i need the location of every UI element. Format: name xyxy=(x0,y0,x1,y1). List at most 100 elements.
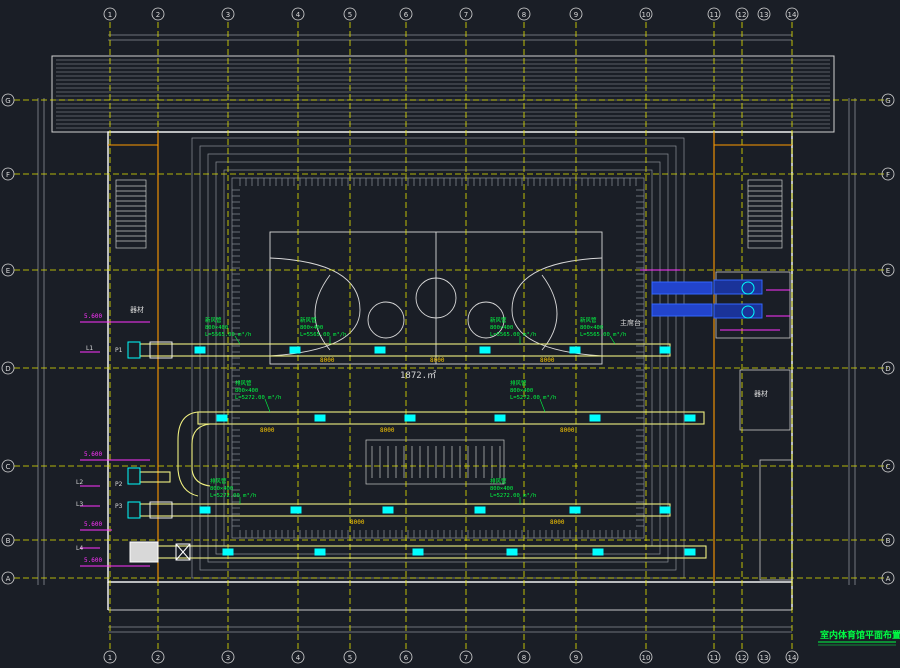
axis-label-row: A xyxy=(886,575,891,583)
axis-bubble xyxy=(343,7,357,21)
axis-bubble xyxy=(103,650,117,664)
dimension-value: 8000 xyxy=(380,427,395,434)
axis-label-col: 14 xyxy=(788,654,797,662)
axis-label-col: 1 xyxy=(108,11,112,19)
left-room-label: 器材 xyxy=(130,305,144,314)
axis-label-row: G xyxy=(885,97,890,105)
axis-label-col: 3 xyxy=(226,11,230,19)
duct-label-size: 800×400 xyxy=(580,325,603,331)
basketball-court xyxy=(269,231,603,365)
axis-label-row: E xyxy=(6,267,10,275)
stage-platform xyxy=(365,439,505,485)
side-tag: L3 xyxy=(76,501,83,508)
axis-bubble xyxy=(757,650,771,664)
axis-bubble xyxy=(1,167,15,181)
diffuser-marker xyxy=(569,506,581,514)
axis-label-col: 8 xyxy=(522,654,526,662)
dimension-value: 8000 xyxy=(560,427,575,434)
diffuser-marker xyxy=(592,548,604,556)
dimension-value: 8000 xyxy=(350,519,365,526)
diffuser-marker xyxy=(199,506,211,514)
diffuser-marker xyxy=(589,414,601,422)
axis-label-col: 7 xyxy=(464,654,468,662)
axis-label-row: F xyxy=(6,171,10,179)
axis-bubble xyxy=(1,533,15,547)
axis-bubble xyxy=(517,650,531,664)
axis-bubble xyxy=(459,7,473,21)
axis-label-row: C xyxy=(6,463,11,471)
axis-bubble xyxy=(459,650,473,664)
axis-label-row: D xyxy=(5,365,10,373)
duct-label-name: 新风管 xyxy=(580,316,597,324)
diffuser-marker xyxy=(412,548,424,556)
duct-label-flow: L=5565.00 m³/h xyxy=(490,331,536,338)
diffuser-marker xyxy=(314,414,326,422)
dimension-value: 8000 xyxy=(550,519,565,526)
axis-bubble xyxy=(1,459,15,473)
side-tag: P3 xyxy=(115,503,123,510)
right-fan-units xyxy=(651,279,763,319)
diffuser-marker xyxy=(194,346,206,354)
diffuser-marker xyxy=(222,548,234,556)
duct-label-flow: L=5565.00 m³/h xyxy=(580,331,626,338)
axis-label-row: D xyxy=(885,365,890,373)
duct-label-flow: L=5272.00 m³/h xyxy=(235,394,281,401)
side-tag: L4 xyxy=(76,545,83,552)
axis-bubble xyxy=(569,650,583,664)
axis-label-row: B xyxy=(886,537,891,545)
axis-label-row: E xyxy=(886,267,890,275)
axis-label-col: 11 xyxy=(710,654,719,662)
right-room-label: 器材 xyxy=(754,389,768,398)
axis-label-col: 10 xyxy=(642,11,651,19)
diffuser-marker xyxy=(290,506,302,514)
axis-bubble xyxy=(881,93,895,107)
duct-label-name: 新风管 xyxy=(300,316,317,324)
axis-bubble xyxy=(757,7,771,21)
axis-bubble xyxy=(707,7,721,21)
axis-bubble xyxy=(785,650,799,664)
axis-bubble xyxy=(1,361,15,375)
elevation-label: 5.600 xyxy=(84,521,102,528)
diffuser-marker xyxy=(404,414,416,422)
axis-bubble xyxy=(881,571,895,585)
axis-bubble xyxy=(399,7,413,21)
diffuser-marker xyxy=(506,548,518,556)
duct-label-flow: L=5565.00 m³/h xyxy=(205,331,251,338)
duct-label-name: 排风管 xyxy=(490,477,507,485)
axis-bubble xyxy=(1,263,15,277)
axis-label-col: 2 xyxy=(156,11,160,19)
side-tag: L2 xyxy=(76,479,83,486)
duct-label-flow: L=5272.00 m³/h xyxy=(490,492,536,499)
axis-bubble xyxy=(151,650,165,664)
axis-label-col: 3 xyxy=(226,654,230,662)
axis-bubble xyxy=(517,7,531,21)
duct-label-name: 新风管 xyxy=(490,316,507,324)
axis-label-col: 13 xyxy=(760,654,769,662)
axis-bubble xyxy=(291,7,305,21)
axis-label-row: F xyxy=(886,171,890,179)
diffuser-marker xyxy=(474,506,486,514)
diffuser-marker xyxy=(382,506,394,514)
duct-label-name: 排风管 xyxy=(510,379,527,387)
left-stair xyxy=(115,179,147,249)
stage-label: 主席台 xyxy=(620,318,641,327)
duct-label-flow: L=5565.00 m³/h xyxy=(300,331,346,338)
axis-bubble xyxy=(569,7,583,21)
axis-bubble xyxy=(1,571,15,585)
arena-area-label: 1872.㎡ xyxy=(400,370,436,381)
diffuser-marker xyxy=(659,506,671,514)
axis-bubble xyxy=(291,650,305,664)
axis-label-col: 2 xyxy=(156,654,160,662)
diffuser-marker xyxy=(569,346,581,354)
roof-canopy xyxy=(51,55,835,133)
equipment-markers xyxy=(194,346,696,556)
axis-label-col: 1 xyxy=(108,654,112,662)
